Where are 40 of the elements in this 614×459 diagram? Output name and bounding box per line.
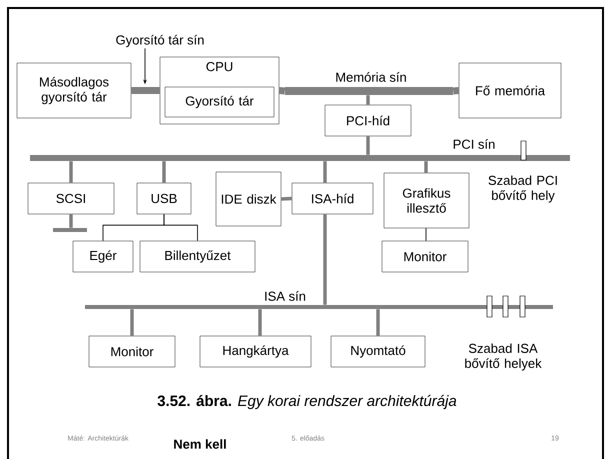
connector-line xyxy=(366,95,370,105)
component-box: USB xyxy=(136,182,192,214)
connector-line xyxy=(162,161,166,183)
component-box: ISA-híd xyxy=(292,182,374,214)
connector-line xyxy=(130,309,134,336)
bus-label: PCI sín xyxy=(454,139,494,149)
component-box: Billentyűzet xyxy=(140,240,256,272)
component-box: Nyomtató xyxy=(330,336,426,368)
component-box: Másodlagos gyorsító tár xyxy=(16,62,132,118)
component-box: Egér xyxy=(72,240,134,272)
component-box: IDE diszk xyxy=(216,172,282,226)
connector-line xyxy=(278,87,286,94)
connector-line xyxy=(424,161,428,173)
connector-line xyxy=(366,136,370,155)
note-text: Szabad PCI bővítő hely xyxy=(488,175,557,203)
bus-label: Gyorsító tár sín xyxy=(116,34,204,48)
component-box: Monitor xyxy=(382,240,468,272)
component-box: SCSI xyxy=(28,182,114,214)
cache-box: Gyorsító tár xyxy=(164,86,274,118)
connector-line xyxy=(69,214,73,228)
connector-line xyxy=(323,161,327,183)
note-text: Szabad ISA bővítő helyek xyxy=(465,343,542,371)
connector-line xyxy=(164,214,198,242)
connector-line xyxy=(376,309,380,336)
connector-line xyxy=(281,196,292,201)
footer-note: Nem kell xyxy=(174,439,226,449)
component-box: Hangkártya xyxy=(200,336,312,368)
connector-line xyxy=(452,87,460,94)
bus-bar xyxy=(53,228,87,232)
connector-line xyxy=(258,309,262,336)
component-box: Grafikus illesztő xyxy=(384,172,470,228)
caption: 3.52. ábra. Egy korai rendszer architektúrája xyxy=(158,394,456,410)
component-box: Monitor xyxy=(88,336,176,368)
bus-label: Memória sín xyxy=(336,72,406,82)
component-box: PCI-híd xyxy=(324,104,412,136)
bus-label: ISA sín xyxy=(265,291,306,301)
component-box: Fő memória xyxy=(458,62,562,118)
connector-line xyxy=(131,87,160,94)
connector-line xyxy=(69,161,73,183)
connector-line xyxy=(323,214,327,305)
